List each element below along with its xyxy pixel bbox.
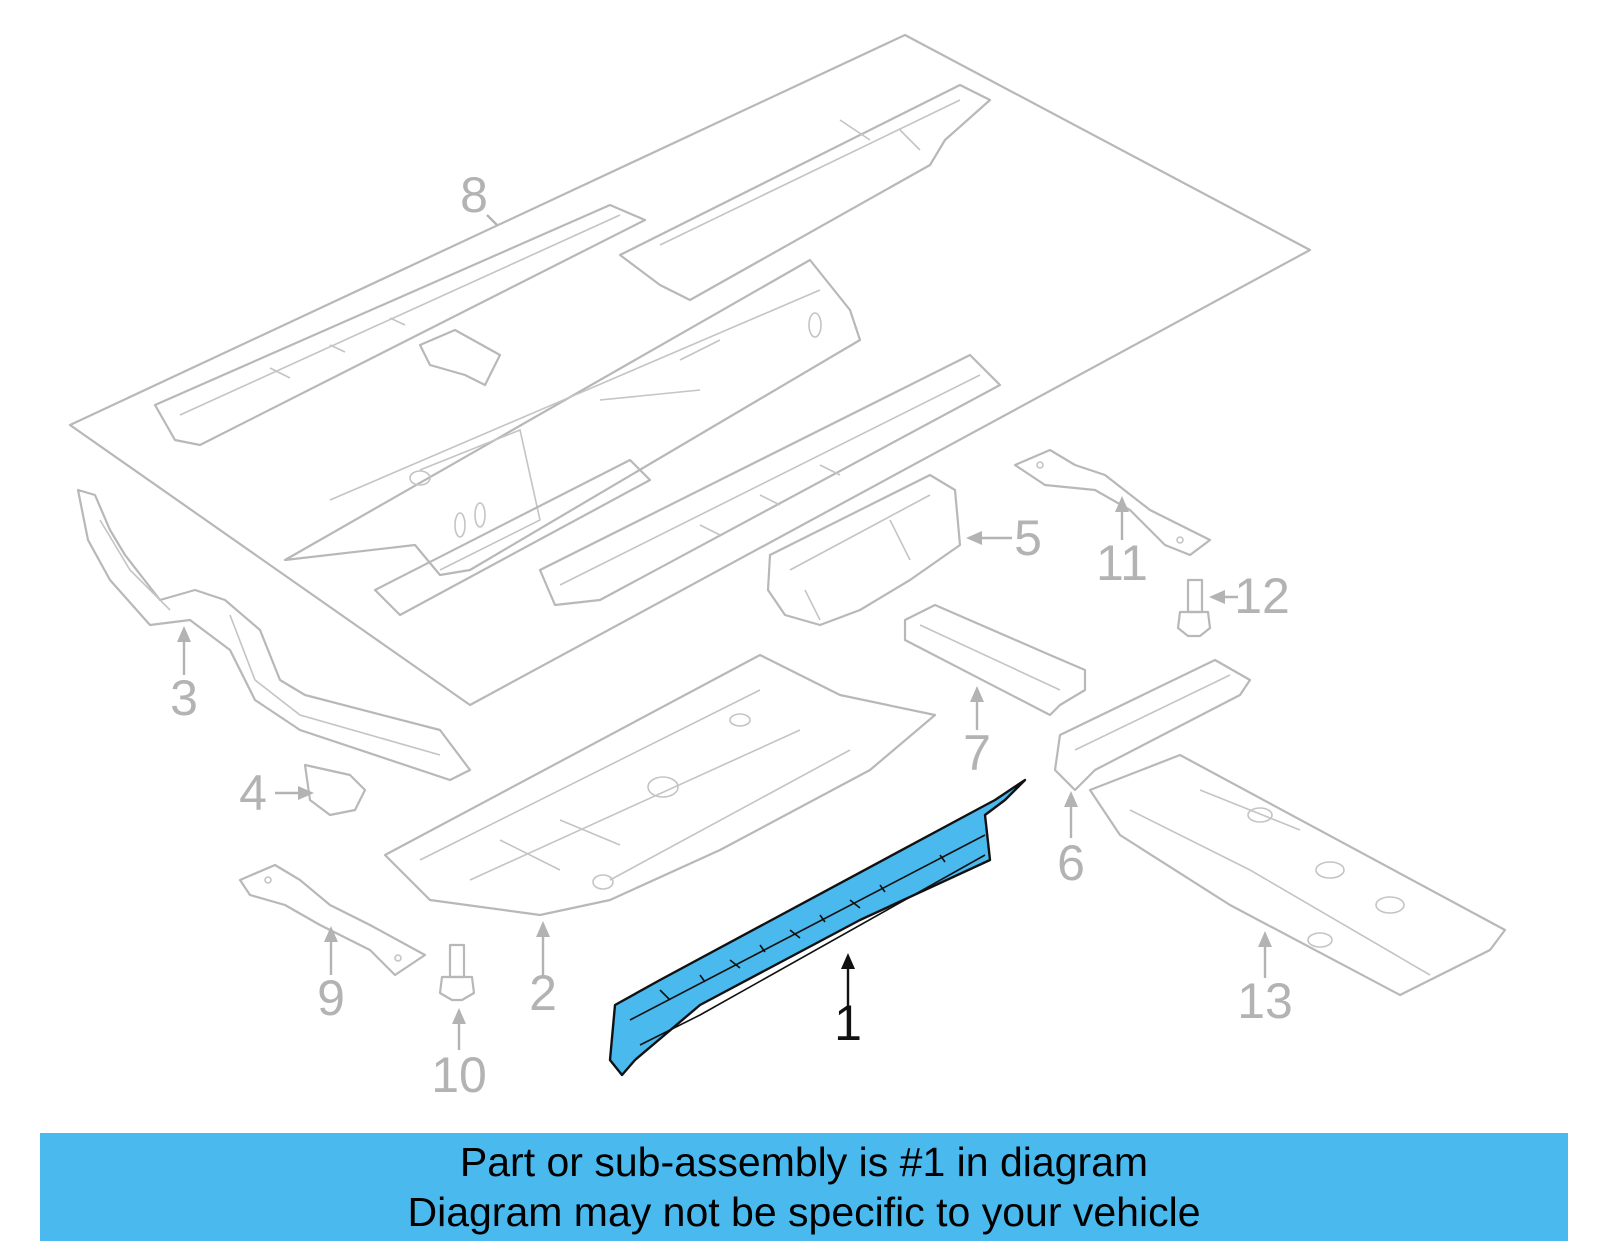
part-2-floor-pan bbox=[383, 653, 937, 917]
part-13-floor-panel bbox=[1088, 753, 1507, 997]
callout-12: 12 bbox=[1209, 568, 1290, 624]
part-9-brace bbox=[238, 863, 427, 977]
info-banner: Part or sub-assembly is #1 in diagram Di… bbox=[40, 1133, 1568, 1241]
callout-label-2: 2 bbox=[529, 965, 557, 1021]
callout-label-6: 6 bbox=[1057, 835, 1085, 891]
callout-8: 8 bbox=[460, 167, 498, 226]
callout-label-1: 1 bbox=[834, 995, 862, 1051]
callout-3: 3 bbox=[170, 626, 198, 726]
part-10-bolt bbox=[438, 943, 476, 1002]
callout-arrow-1 bbox=[841, 953, 855, 969]
callout-10: 10 bbox=[431, 1008, 487, 1103]
callout-label-7: 7 bbox=[963, 725, 991, 781]
callout-9: 9 bbox=[317, 926, 345, 1026]
callout-4: 4 bbox=[239, 765, 314, 821]
part-11-brace bbox=[1013, 448, 1212, 557]
callout-arrow-6 bbox=[1064, 791, 1078, 807]
callout-label-3: 3 bbox=[170, 670, 198, 726]
callout-6: 6 bbox=[1057, 791, 1085, 891]
callout-label-13: 13 bbox=[1237, 973, 1293, 1029]
callout-label-5: 5 bbox=[1014, 510, 1042, 566]
banner-line-2: Diagram may not be specific to your vehi… bbox=[407, 1189, 1201, 1235]
callout-11: 11 bbox=[1096, 496, 1148, 591]
callout-leader-8 bbox=[486, 214, 498, 226]
callout-label-4: 4 bbox=[239, 765, 267, 821]
callout-arrow-10 bbox=[452, 1008, 466, 1024]
callout-1: 1 bbox=[834, 953, 862, 1051]
callout-arrow-12 bbox=[1209, 590, 1225, 604]
part-5-seat-bracket bbox=[766, 473, 962, 627]
callout-label-12: 12 bbox=[1234, 568, 1290, 624]
callout-arrow-11 bbox=[1115, 496, 1129, 512]
callout-arrow-13 bbox=[1258, 931, 1272, 947]
part-7-cross-member bbox=[903, 603, 1087, 717]
banner-line-1: Part or sub-assembly is #1 in diagram bbox=[459, 1139, 1149, 1185]
callout-arrow-5 bbox=[966, 531, 982, 545]
callout-5: 5 bbox=[966, 510, 1042, 566]
part-12-bolt bbox=[1176, 578, 1212, 638]
callout-arrow-4 bbox=[298, 786, 314, 800]
callout-label-10: 10 bbox=[431, 1047, 487, 1103]
callout-2: 2 bbox=[529, 921, 557, 1021]
callout-arrow-7 bbox=[970, 686, 984, 702]
part-3-side-member bbox=[76, 488, 472, 782]
callout-arrow-9 bbox=[324, 926, 338, 942]
part-6-cross-member bbox=[1053, 658, 1252, 792]
callout-label-9: 9 bbox=[317, 970, 345, 1026]
part-4-bracket bbox=[303, 763, 367, 817]
callout-arrow-2 bbox=[536, 921, 550, 937]
part-8-floor-assembly bbox=[68, 33, 1312, 707]
part-1-highlighted[interactable] bbox=[608, 778, 1027, 1077]
callout-label-8: 8 bbox=[460, 167, 488, 223]
callout-7: 7 bbox=[963, 686, 991, 781]
callout-label-11: 11 bbox=[1096, 535, 1148, 591]
callout-13: 13 bbox=[1237, 931, 1293, 1029]
callout-arrow-3 bbox=[177, 626, 191, 642]
